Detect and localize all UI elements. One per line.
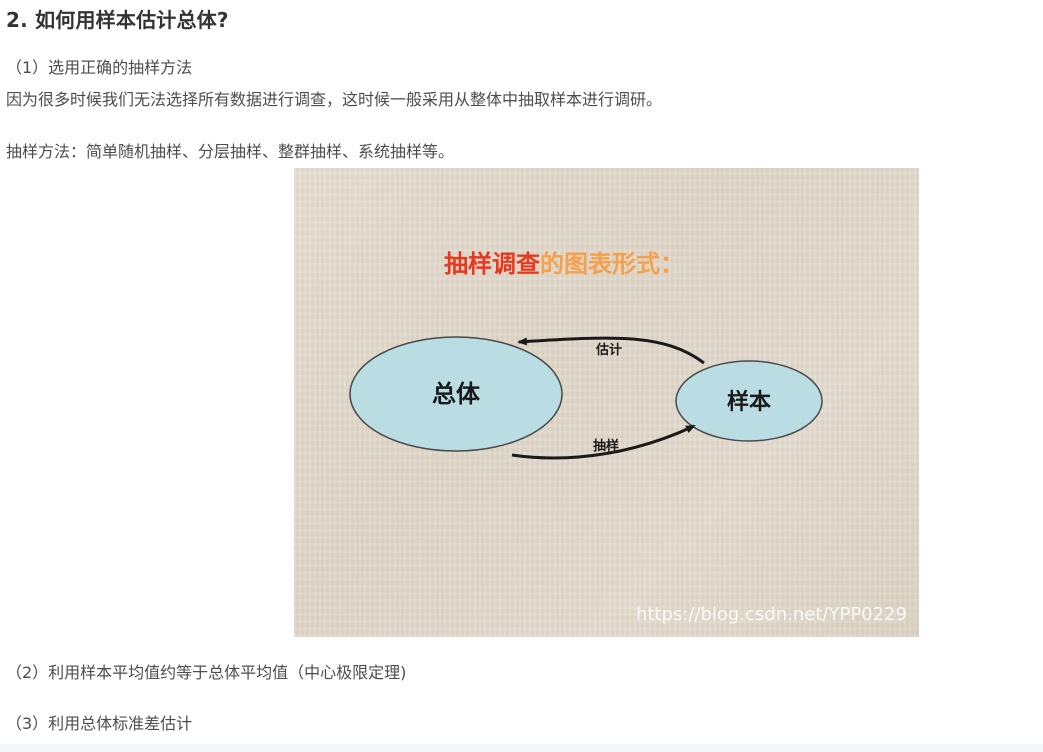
diagram-title: 抽样调查的图表形式： xyxy=(444,244,684,279)
sample-ellipse xyxy=(675,360,823,442)
sampling-diagram-image: 抽样调查的图表形式： 总体 样本 估计 抽样 https://blog.csdn… xyxy=(294,168,919,637)
sampling-methods-text: 抽样方法：简单随机抽样、分层抽样、整群抽样、系统抽样等。 xyxy=(6,142,455,161)
population-label: 总体 xyxy=(432,380,481,408)
section1-body: 因为很多时候我们无法选择所有数据进行调查，这时候一般采用从整体中抽取样本进行调研… xyxy=(6,90,663,109)
diagram-graphic: 总体 样本 估计 抽样 xyxy=(349,336,823,460)
watermark-text: https://blog.csdn.net/YPP0229 xyxy=(635,604,907,625)
diagram-title-part1: 抽样调查 xyxy=(444,250,540,278)
sample-label: 样本 xyxy=(727,389,771,415)
sampling-label: 抽样 xyxy=(593,438,619,454)
section3-title: （3）利用总体标准差估计 xyxy=(6,714,193,733)
diagram-title-part2: 的图表形式： xyxy=(540,250,684,278)
estimate-arrow xyxy=(517,336,705,365)
section1-title: （1）选用正确的抽样方法 xyxy=(6,58,193,77)
population-ellipse xyxy=(349,336,563,452)
sampling-arrow xyxy=(511,424,696,460)
article-heading: 2. 如何用样本估计总体? xyxy=(6,8,229,32)
page-bottom-strip xyxy=(0,744,1043,752)
estimate-label: 估计 xyxy=(595,342,622,358)
section2-title: （2）利用样本平均值约等于总体平均值（中心极限定理) xyxy=(6,663,407,682)
